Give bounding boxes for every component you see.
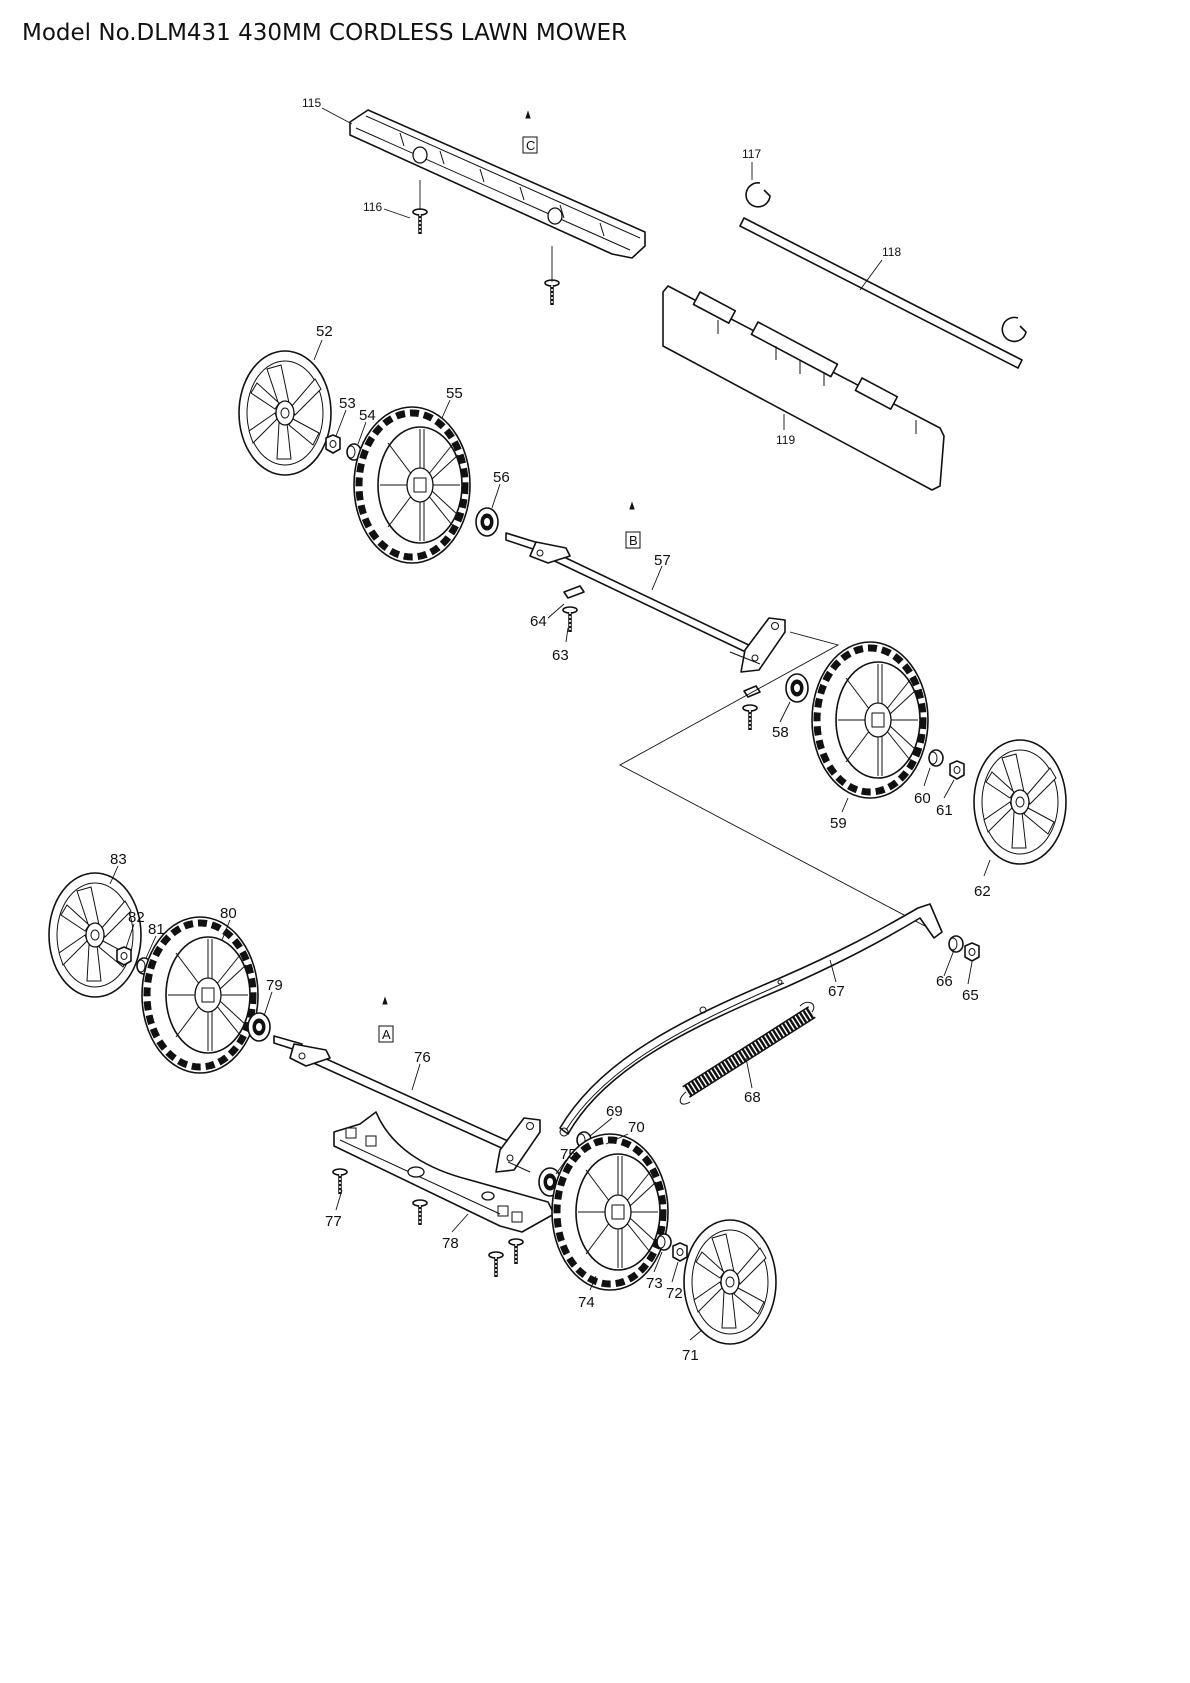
screw-116b — [543, 278, 561, 307]
bushing-60 — [928, 749, 944, 767]
screw-78c — [507, 1237, 525, 1266]
wheel-59 — [812, 642, 928, 798]
callout-119: 119 — [776, 433, 795, 447]
screw-78a — [411, 1198, 429, 1227]
e-ring-117b — [1001, 316, 1027, 343]
nut-82 — [116, 946, 132, 966]
callout-61: 61 — [936, 802, 953, 819]
svg-text:A: A — [382, 1027, 391, 1042]
callout-labels: 115 116 117 118 119 52 53 54 55 56 57 58… — [110, 96, 991, 1364]
screw-116a — [411, 207, 429, 236]
screw-63 — [561, 605, 579, 634]
callout-118: 118 — [882, 245, 901, 259]
screw-77 — [331, 1167, 349, 1196]
callout-78: 78 — [442, 1235, 459, 1252]
callout-81: 81 — [148, 921, 165, 938]
callout-66: 66 — [936, 973, 953, 990]
hub-cap-83 — [48, 872, 142, 998]
bearing-79 — [247, 1012, 271, 1042]
handle-bar-67 — [559, 903, 943, 1137]
nut-53 — [325, 434, 341, 454]
callout-80: 80 — [220, 905, 237, 922]
callout-53: 53 — [339, 395, 356, 412]
washer-66 — [948, 935, 964, 953]
callout-115: 115 — [302, 96, 321, 110]
callout-83: 83 — [110, 851, 127, 868]
wheel-80 — [142, 917, 258, 1073]
callout-69: 69 — [606, 1103, 623, 1120]
callout-63: 63 — [552, 647, 569, 664]
callout-76: 76 — [414, 1049, 431, 1066]
callout-75: 75 — [560, 1146, 577, 1163]
callout-64: 64 — [530, 613, 547, 630]
bearing-58 — [785, 673, 809, 703]
callout-79: 79 — [266, 977, 283, 994]
rod-118 — [739, 217, 1023, 369]
nut-65 — [964, 942, 980, 962]
spacer-64 — [563, 585, 585, 599]
hub-cap-71 — [683, 1219, 777, 1345]
bracket-78 — [333, 1111, 555, 1233]
callout-62: 62 — [974, 883, 991, 900]
callout-57: 57 — [654, 552, 671, 569]
axle-57 — [505, 532, 756, 656]
callout-54: 54 — [359, 407, 376, 424]
e-ring-117a — [745, 182, 771, 208]
flap-119 — [662, 285, 945, 491]
callout-58: 58 — [772, 724, 789, 741]
callout-82: 82 — [128, 909, 145, 926]
svg-text:B: B — [629, 533, 638, 548]
callout-72: 72 — [666, 1285, 683, 1302]
hub-cap-62 — [973, 739, 1067, 865]
bearing-56 — [475, 507, 499, 537]
callout-55: 55 — [446, 385, 463, 402]
callout-77: 77 — [325, 1213, 342, 1230]
callout-71: 71 — [682, 1347, 699, 1364]
page-title: Model No.DLM431 430MM CORDLESS LAWN MOWE… — [22, 20, 628, 46]
spring-68 — [679, 1001, 816, 1105]
reference-b: B — [625, 501, 641, 549]
reference-c: C — [522, 110, 538, 154]
callout-70: 70 — [628, 1119, 645, 1136]
callout-74: 74 — [578, 1294, 595, 1311]
wheel-55 — [354, 407, 470, 563]
nut-72 — [672, 1242, 688, 1262]
callout-52: 52 — [316, 323, 333, 340]
callout-56: 56 — [493, 469, 510, 486]
rail-115 — [349, 109, 646, 259]
callout-60: 60 — [914, 790, 931, 807]
screw-78b — [487, 1250, 505, 1279]
reference-a: A — [378, 996, 394, 1043]
svg-text:C: C — [526, 138, 535, 153]
hub-cap-52 — [238, 350, 332, 476]
callout-116: 116 — [363, 200, 382, 214]
nut-61 — [949, 760, 965, 780]
callout-73: 73 — [646, 1275, 663, 1292]
callout-67: 67 — [828, 983, 845, 1000]
bushing-73 — [656, 1233, 672, 1251]
callout-65: 65 — [962, 987, 979, 1004]
axle-76 — [273, 1035, 511, 1151]
callout-59: 59 — [830, 815, 847, 832]
callout-68: 68 — [744, 1089, 761, 1106]
callout-117: 117 — [742, 147, 761, 161]
